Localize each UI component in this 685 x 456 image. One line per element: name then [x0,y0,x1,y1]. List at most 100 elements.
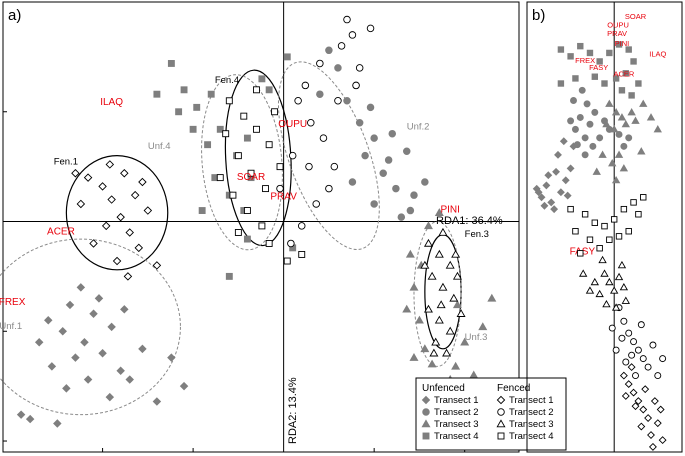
fenced-transect-2-point [319,134,328,142]
b-unfenced-transect-3-point [598,150,607,158]
b-unfenced-transect-2-point [567,117,575,125]
b-fenced-transect-4-point [640,194,647,201]
unfenced-transect-3-point [460,337,470,346]
fenced-transect-4-point [253,86,260,94]
unfenced-transect-3-point [405,249,415,258]
b-fenced-transect-4-point [625,228,632,235]
b-unfenced-transect-3-point [639,99,648,107]
fenced-transect-2-point [312,200,320,208]
unfenced-transect-3-point [478,322,488,331]
unfenced-transect-1-point [83,375,93,384]
b-fenced-transect-4-point [620,205,628,213]
unfenced-transect-1-point [58,327,67,336]
fenced-transect-2-point [343,15,351,24]
fenced-transect-3-point [420,260,430,269]
legend-fenced-title: Fenced [497,383,530,394]
unfenced-transect-3-point [409,352,419,361]
b-unfenced-transect-4-point [628,92,635,99]
unfenced-transect-3-point [414,315,424,324]
b-unfenced-transect-3-point [611,108,621,116]
b-species-label-ilaq: ILAQ [649,49,666,58]
b-unfenced-transect-2-point [581,151,589,159]
b-unfenced-transect-1-point [556,188,565,197]
legend-unfenced-diamond-marker [421,395,431,405]
unfenced-transect-3-point [420,344,430,353]
unfenced-transect-1-point [179,381,189,391]
legend-unfenced-item-label: Transect 4 [434,431,479,442]
fenced-transect-3-point [445,260,455,269]
b-fenced-transect-2-point [628,351,636,359]
b-unfenced-transect-3-point [608,159,617,167]
unfenced-transect-4-point [258,75,266,83]
b-unfenced-transect-3-point [611,175,621,184]
unfenced-transect-2-point [370,134,378,142]
unfenced-transect-1-point [34,338,44,347]
b-fenced-transect-1-point [649,442,657,451]
panel-a-label: a) [8,7,21,24]
unfenced-transect-1-point [138,344,147,354]
b-fenced-transect-3-point [602,299,611,308]
b-fenced-transect-1-point [619,371,628,380]
b-unfenced-transect-2-point [591,108,599,116]
legend-unfenced-title: Unfenced [422,383,465,394]
unfenced-transect-1-point [105,392,115,402]
species-label-oupu: OUPU [278,119,307,130]
unfenced-transect-1-point [65,300,75,310]
unfenced-transect-4-point [243,235,251,243]
b-fenced-transect-2-point [622,358,630,366]
fenced-transect-1-point [116,212,125,222]
fenced-transect-4-point [265,240,273,247]
b-unfenced-transect-4-point [572,75,579,82]
b-fenced-transect-2-point [612,346,620,354]
fenced-transect-4-point [216,174,224,182]
unfenced-transect-4-point [153,90,161,98]
fenced-transect-1-point [83,173,93,182]
species-label-pini: PINI [440,205,459,216]
legend-fenced-item-label: Transect 4 [509,431,554,442]
b-fenced-transect-3-point [611,303,621,311]
b-unfenced-transect-1-point [542,181,551,190]
b-unfenced-transect-4-point [601,80,608,87]
b-unfenced-transect-3-point [605,99,614,107]
b-unfenced-transect-4-point [630,58,637,65]
unfenced-transect-1-point [116,366,125,376]
b-fenced-transect-3-point [598,255,607,264]
b-unfenced-transect-1-point [554,150,562,159]
b-unfenced-transect-1-point [537,193,546,202]
group-label-unf-1: Unf.1 [0,321,22,332]
b-unfenced-transect-3-point [627,108,636,116]
group-ellipse-fen-4 [224,69,292,247]
unfenced-transect-2-point [397,213,406,221]
unfenced-transect-1-point [62,384,71,393]
y-axis-label: RDA2: 13.4% [287,377,299,444]
fenced-transect-1-point [134,243,144,253]
unfenced-transect-3-point [452,300,462,309]
b-unfenced-transect-3-point [619,164,629,172]
b-unfenced-transect-2-point [583,100,591,108]
b-unfenced-transect-3-point [602,119,611,128]
unfenced-transect-1-point [76,283,86,292]
b-unfenced-transect-3-point [610,125,619,133]
unfenced-transect-1-point [47,362,57,371]
fenced-transect-3-point [434,249,444,258]
unfenced-transect-2-point [370,200,378,208]
unfenced-transect-3-point [487,293,497,302]
fenced-transect-3-point [451,249,461,258]
fenced-transect-1-point [76,199,86,209]
b-fenced-transect-3-point [605,277,614,286]
fenced-transect-1-point [138,177,147,187]
legend-unfenced-item-label: Transect 2 [434,407,479,418]
b-fenced-transect-4-point [601,222,608,230]
fenced-transect-2-point [305,162,313,171]
fenced-transect-1-point [125,228,134,237]
unfenced-transect-1-point [25,414,35,424]
unfenced-transect-4-point [265,86,273,94]
b-fenced-transect-1-point [624,380,633,389]
unfenced-transect-2-point [384,156,393,164]
legend-fenced-diamond-marker [496,395,506,405]
b-fenced-transect-2-point [644,363,652,371]
unfenced-transect-4-point [207,90,215,98]
